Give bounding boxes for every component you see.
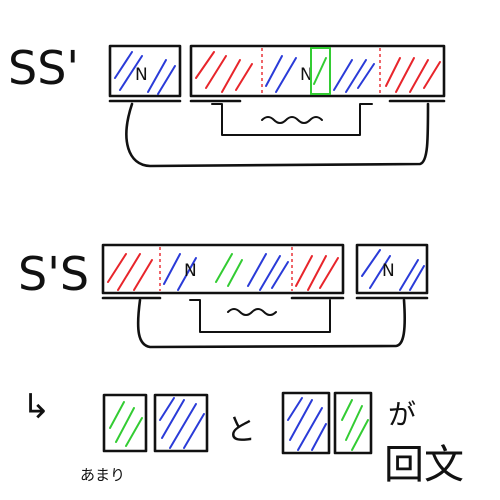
row3-arrow: ↳ — [22, 387, 51, 427]
row3-connector: と — [226, 413, 256, 448]
row1-label: SS' — [8, 41, 79, 95]
row1-outer-bracket — [125, 102, 430, 168]
row2-right-box-label: N — [382, 261, 395, 281]
row3-green-box-frame — [102, 393, 148, 453]
row3-blue-box-frame — [153, 393, 209, 453]
row2: S'S — [18, 243, 429, 349]
row2-long-box-label: N — [184, 261, 197, 281]
row2-label: S'S — [18, 247, 89, 301]
row1-left-box: N — [108, 44, 182, 98]
row1-long-box-frame — [189, 44, 446, 98]
row1-long-box: N — [189, 44, 446, 98]
row1-left-box-hatch — [114, 51, 176, 95]
row3-blue-box-2 — [281, 391, 331, 455]
row2-green-hatch — [215, 253, 243, 287]
row3-caption-line1: が — [388, 398, 416, 431]
row1-long-box-red-hatch-right — [385, 57, 441, 93]
row3-green-box-2 — [333, 391, 373, 455]
row1-left-box-frame — [108, 44, 182, 98]
row2-blue-hatch — [163, 253, 289, 291]
row1: SS' N — [8, 41, 446, 168]
row3-blue-box — [153, 393, 209, 453]
row2-outer-bracket — [136, 298, 407, 349]
row1-long-box-red-hatch-left — [195, 51, 253, 93]
row3-caption-line2: 回文 — [384, 442, 464, 488]
row2-long-box: N — [101, 243, 345, 295]
row3-green-box-2-frame — [333, 391, 373, 455]
row3-blue-box-2-frame — [281, 391, 331, 455]
row2-long-box-frame — [101, 243, 345, 295]
row2-red-hatch-left — [107, 253, 153, 291]
row1-center-highlight — [310, 47, 331, 95]
row1-left-box-label: N — [135, 65, 148, 85]
row1-inner-bracket — [211, 103, 373, 136]
row2-right-box-hatch — [361, 249, 425, 291]
row3: ↳ あまり と — [22, 387, 464, 488]
row3-green-box — [102, 393, 148, 453]
row1-long-box-blue-hatch — [265, 55, 375, 93]
row2-right-box-frame — [355, 243, 429, 295]
row2-right-box: N — [355, 243, 429, 295]
row3-note-below: あまり — [80, 466, 125, 484]
row2-inner-bracket — [189, 299, 331, 333]
row1-long-box-label: N — [300, 65, 313, 85]
row2-red-hatch-right — [295, 255, 339, 291]
